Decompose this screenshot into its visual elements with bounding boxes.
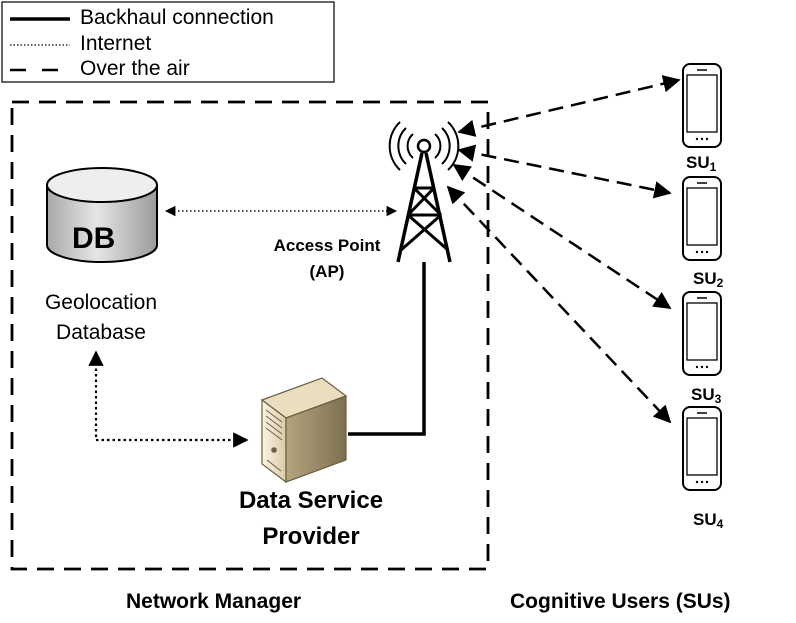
network-manager-caption: Network Manager: [126, 590, 302, 613]
air-link-su3: [452, 163, 672, 310]
su3-label: SU3: [691, 385, 722, 406]
su2-label: SU2: [693, 269, 724, 290]
phone-icon-su2: [682, 176, 722, 261]
server-icon: [260, 377, 348, 484]
air-link-su4: [446, 185, 672, 424]
cognitive-users-caption: Cognitive Users (SUs): [510, 590, 731, 613]
db-label-line1: Geolocation: [44, 291, 158, 314]
ap-label-line2: (AP): [309, 262, 345, 281]
database-icon: [46, 167, 158, 263]
su1-label: SU1: [686, 153, 717, 174]
phone-icon-su1: [682, 63, 722, 148]
internet-link-db-dsp: [88, 350, 249, 448]
backhaul-connection: [348, 262, 426, 436]
access-point-tower-icon: [388, 121, 460, 263]
air-link-su2: [457, 144, 672, 199]
legend: [1, 1, 335, 83]
legend-internet-label: Internet: [80, 32, 152, 55]
dsp-label-line1: Data Service: [238, 487, 384, 514]
su4-label: SU4: [693, 510, 724, 531]
db-badge-text: DB: [72, 222, 116, 255]
phone-icon-su3: [682, 291, 722, 376]
ap-label-line1: Access Point: [273, 236, 381, 255]
legend-over-air-label: Over the air: [80, 57, 190, 80]
phone-icon-su4: [682, 406, 722, 491]
db-label-line2: Database: [56, 321, 146, 344]
air-link-su1: [457, 75, 681, 137]
legend-box: [1, 1, 335, 83]
legend-backhaul-label: Backhaul connection: [80, 6, 274, 29]
dsp-label-line2: Provider: [262, 523, 360, 550]
